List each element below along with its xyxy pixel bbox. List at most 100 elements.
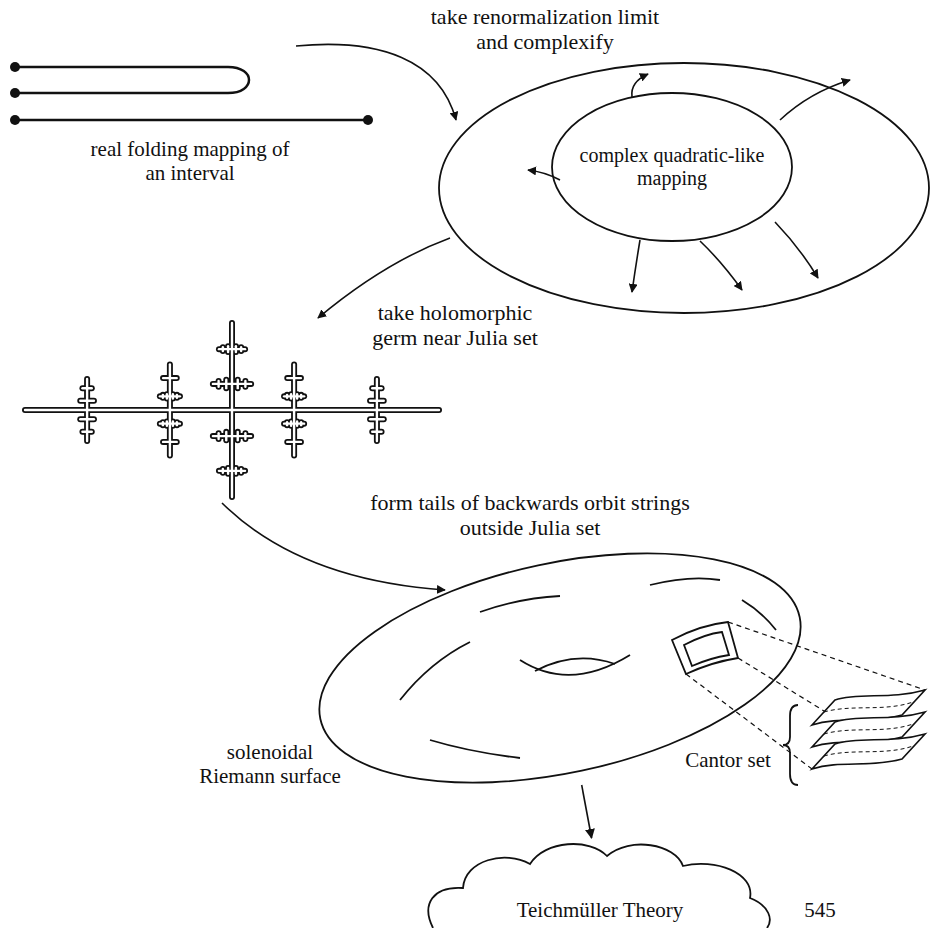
julia-branch-inner <box>370 399 384 401</box>
flow-arrow <box>296 44 456 120</box>
interval <box>15 119 368 122</box>
label-anchor: Cantor set <box>678 748 778 772</box>
julia-branch-inner <box>163 441 177 443</box>
julia-branch-inner <box>240 469 242 473</box>
julia-branch-inner <box>287 377 301 379</box>
julia-branch-inner <box>166 394 168 398</box>
outward-arrow <box>632 240 640 292</box>
julia-branch-inner <box>217 433 219 439</box>
outward-arrow <box>780 80 850 120</box>
surface-line <box>742 600 776 630</box>
sheet <box>812 734 925 769</box>
julia-branch-inner <box>296 421 298 425</box>
surface-line <box>400 642 470 700</box>
julia-branch-inner <box>163 377 177 379</box>
surface-line <box>430 740 520 758</box>
julia-branch-inner <box>300 422 302 425</box>
julia-branch-inner <box>284 395 304 397</box>
julia-branch-inner <box>162 395 164 398</box>
julia-branch-inner <box>372 387 381 389</box>
julia-branch-inner <box>244 381 246 387</box>
cloud-shape: Teichmüller Theory <box>425 838 775 928</box>
folded-interval <box>15 67 249 93</box>
julia-branch-inner <box>286 422 288 425</box>
julia-branch-inner <box>290 421 292 425</box>
inner-ellipse <box>552 93 792 241</box>
julia-branch-inner <box>284 422 304 424</box>
julia-branch-inner <box>176 422 178 425</box>
julia-branch-inner <box>166 421 168 425</box>
torus-hole <box>535 658 615 671</box>
arrow-label: form tails of backwards orbit strings ou… <box>360 490 700 541</box>
julia-branch-inner <box>160 422 180 424</box>
julia-branch-inner <box>172 394 174 398</box>
julia-branch-inner <box>160 395 180 397</box>
arrow-label: take renormalization limit and complexif… <box>420 4 670 55</box>
julia-branch-inner <box>235 346 237 352</box>
connector-arrow <box>582 785 592 838</box>
annulus-region: complex quadratic-like mapping <box>438 62 930 314</box>
julia-branch-inner <box>300 395 302 398</box>
julia-branch-inner <box>244 433 246 439</box>
label-anchor: real folding mapping of an interval <box>85 137 295 185</box>
julia-branch-inner <box>82 431 91 433</box>
julia-branch-inner <box>227 346 229 352</box>
cantor-sheets <box>812 690 925 769</box>
surface-line <box>480 596 560 612</box>
arrow-label: take holomorphic germ near Julia set <box>368 300 543 351</box>
endpoint-dot <box>10 115 20 125</box>
part-label: Cantor set <box>678 748 778 772</box>
sheet-midlines <box>824 702 913 756</box>
julia-branch-inner <box>222 469 224 473</box>
outer-ellipse <box>439 63 929 313</box>
torus <box>299 514 822 821</box>
julia-branch-inner <box>235 468 237 474</box>
julia-branch-inner <box>290 394 292 398</box>
julia-branch-inner <box>82 387 91 389</box>
julia-branch-inner <box>227 468 229 474</box>
julia-branch-inner <box>162 422 164 425</box>
julia-branch-inner <box>240 347 242 351</box>
brace <box>783 705 798 785</box>
julia-branch-inner <box>225 380 227 388</box>
sheet-midline <box>824 724 913 734</box>
endpoint-dot <box>10 62 20 72</box>
node-label: Teichmüller Theory <box>470 898 730 922</box>
zoom-lines <box>686 622 925 769</box>
endpoint-dot <box>10 88 20 98</box>
node-label: solenoidal Riemann surface <box>195 740 345 788</box>
folding-map <box>15 67 368 120</box>
sheet-midline <box>824 746 913 756</box>
julia-branch-inner <box>237 380 239 388</box>
outward-arrow <box>528 170 560 180</box>
julia-branch-inner <box>222 347 224 351</box>
surface-patch-inner <box>684 632 729 666</box>
julia-branch-inner <box>370 418 384 420</box>
julia-branch-inner <box>286 395 288 398</box>
figure-caption: real folding mapping of an interval <box>85 137 295 185</box>
julia-branch-inner <box>372 431 381 433</box>
label-anchor: take holomorphic germ near Julia set <box>368 300 543 351</box>
outward-arrows <box>528 74 850 292</box>
julia-branch-inner <box>172 421 174 425</box>
flow-arrow <box>222 503 445 590</box>
julia-branch-inner <box>217 381 219 387</box>
julia-branch-inner <box>296 394 298 398</box>
label-anchor: 545 <box>790 898 850 922</box>
cloud-outline <box>428 844 769 928</box>
outward-arrow <box>700 241 742 290</box>
julia-branch-inner <box>219 470 245 472</box>
julia-branch-inner <box>225 432 227 440</box>
julia-branch-inner <box>219 348 245 350</box>
julia-branch-inner <box>287 441 301 443</box>
torus-outline <box>299 514 822 821</box>
julia-branch-inner <box>237 432 239 440</box>
interval-endpoints <box>10 62 373 125</box>
julia-branch-inner <box>176 395 178 398</box>
surface-line <box>650 578 720 585</box>
zoom-line <box>728 622 925 690</box>
julia-branch-inner <box>80 399 94 401</box>
page-number: 545 <box>790 898 850 922</box>
node-label: complex quadratic-like mapping <box>570 144 775 190</box>
